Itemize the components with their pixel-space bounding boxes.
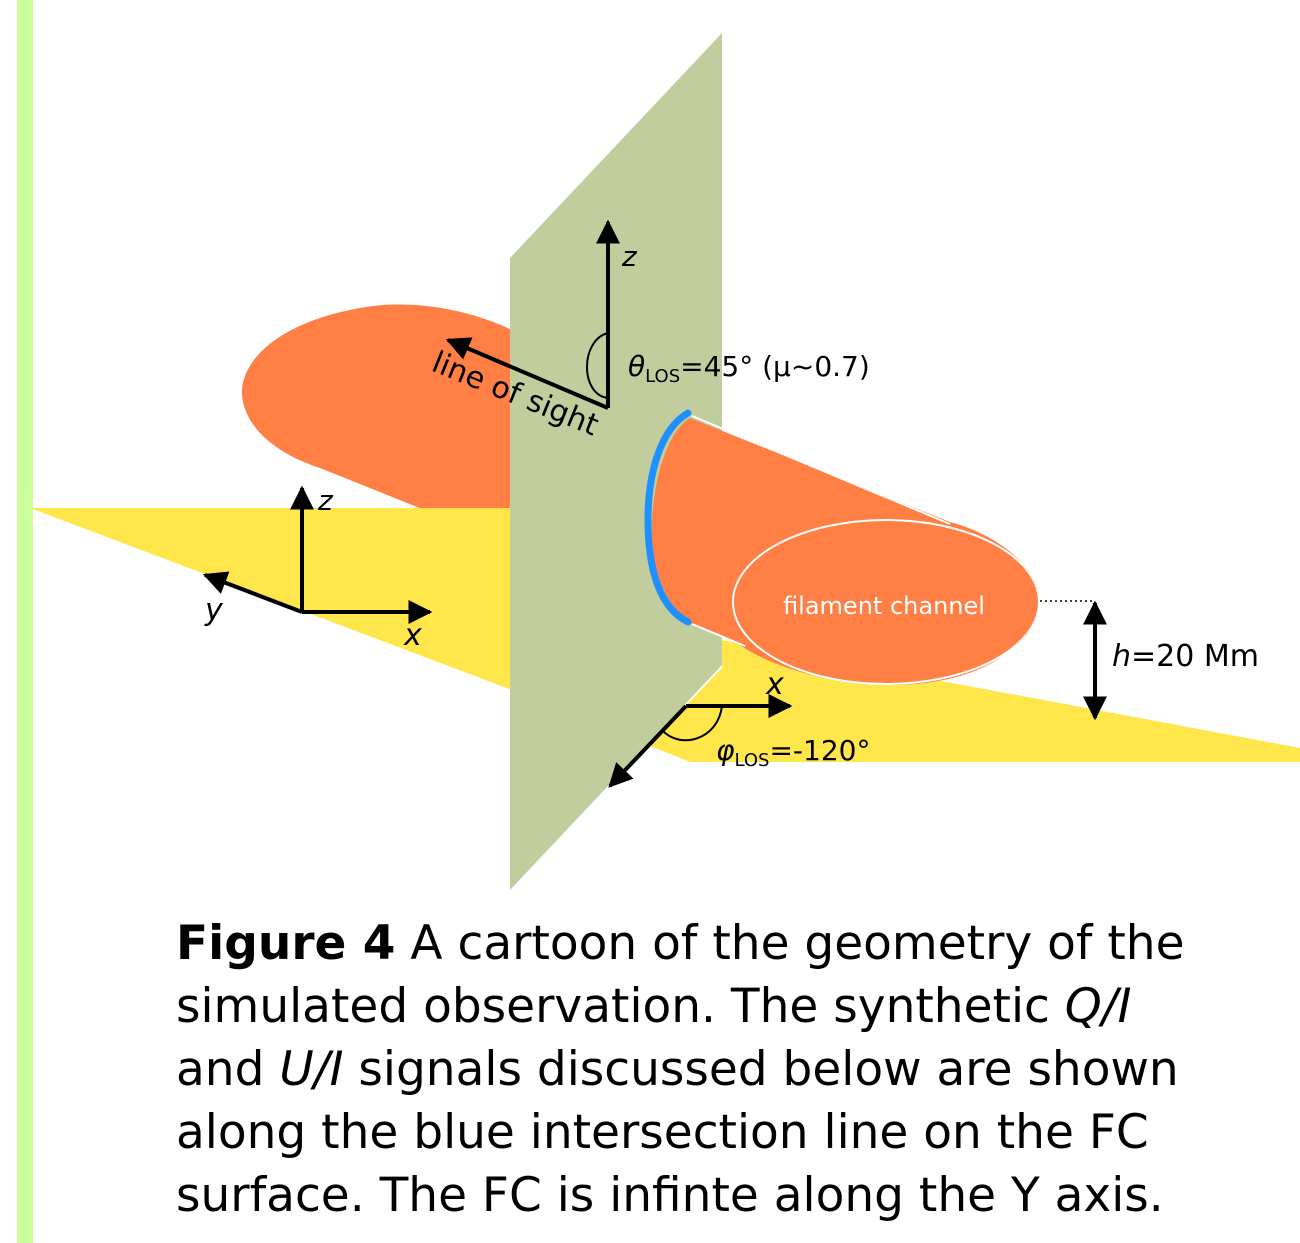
caption-line-1: Figure 4 A cartoon of the geometry of th… [176,912,1300,975]
caption-line-5: surface. The FC is infinte along the Y a… [176,1168,1164,1223]
left-margin-bar [17,0,33,1243]
theta-label: θLOS=45° (μ~0.7) [628,350,870,387]
geometry-diagram: z line of sight θLOS=45° (μ~0.7) z y x x… [30,33,1300,890]
figure-label: Figure 4 [176,916,396,971]
caption-u-over-i: U/I [279,1042,344,1097]
filament-channel-label: filament channel [783,592,985,620]
z-label-vertical: z [621,240,638,273]
phi-los-axis [608,704,688,788]
vertical-plane [510,33,722,890]
caption-text-1: A cartoon of the geometry of the [395,916,1185,971]
caption-text-2: simulated observation. The synthetic [176,979,1065,1034]
intersection-line [644,409,692,626]
caption-text-3a: and [176,1042,280,1097]
phi-angle-arc [661,705,723,742]
ground-x-label: x [403,618,422,653]
ground-y-axis [202,571,303,614]
phi-label: φLOS=-120° [716,734,870,771]
ground-y-label: y [204,593,224,628]
filament-end-face [732,519,1040,685]
ground-z-label: z [317,484,334,517]
line-of-sight-arrow [445,337,609,410]
caption-text-3b: signals discussed below are shown [343,1042,1179,1097]
height-label: h=20 Mm [1112,639,1259,674]
caption-q-over-i: Q/I [1064,979,1132,1034]
figure-caption: Figure 4 A cartoon of the geometry of th… [176,912,1300,1243]
filament-edge-top [691,415,951,525]
caption-line-3: and U/I signals discussed below are show… [176,1038,1300,1101]
filament-back [241,304,513,545]
filament-edge-bottom [691,623,746,647]
caption-line-4: along the blue intersection line on the … [176,1105,1149,1160]
theta-angle-arc [586,332,609,399]
phi-x-label: x [765,667,784,702]
caption-line-2: simulated observation. The synthetic Q/I [176,975,1300,1038]
